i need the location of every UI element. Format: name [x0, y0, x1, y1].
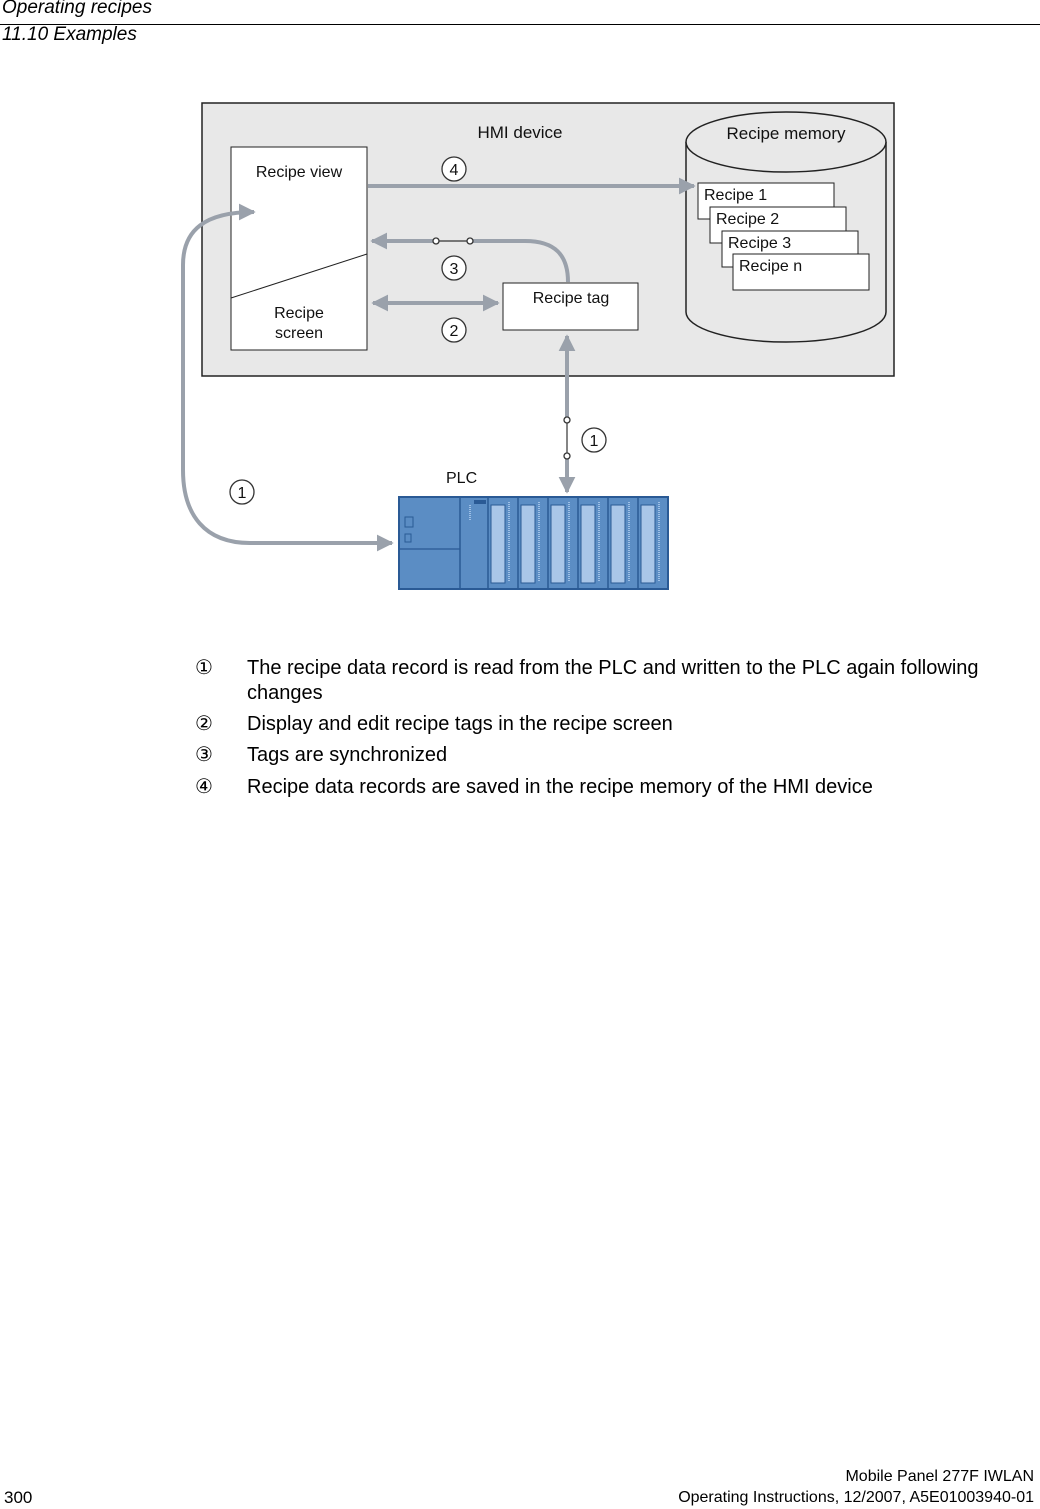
- legend-text-2: Display and edit recipe tags in the reci…: [247, 713, 673, 735]
- footer-doc-info: Operating Instructions, 12/2007, A5E0100…: [678, 1489, 1034, 1506]
- recipe-tag-box: [502, 282, 639, 331]
- legend-text-3: Tags are synchronized: [247, 744, 448, 766]
- hmi-device-label: HMI device: [477, 123, 562, 142]
- marker-4: 4: [441, 156, 467, 182]
- marker-2: 2: [441, 317, 467, 343]
- svg-text:1: 1: [238, 485, 247, 502]
- chapter-title: Operating recipes: [2, 0, 152, 18]
- recipe-n-label: Recipe n: [739, 258, 802, 275]
- plc-rack: [398, 496, 669, 590]
- section-title: 11.10 Examples: [2, 24, 137, 45]
- switch-contact-left: [432, 237, 440, 245]
- svg-text:2: 2: [450, 323, 459, 340]
- recipe-flow-diagram: HMI device Recipe memory Recipe 1 Recipe…: [181, 102, 895, 590]
- recipe-3-label: Recipe 3: [728, 235, 791, 252]
- marker-3: 3: [441, 255, 467, 281]
- recipe-1-label: Recipe 1: [704, 187, 767, 204]
- legend-marker-3: ③: [195, 744, 213, 766]
- recipe-memory-label: Recipe memory: [726, 124, 846, 143]
- recipe-screen-label-line2: screen: [275, 325, 323, 342]
- marker-1-vertical: 1: [581, 427, 607, 453]
- marker-1-loop: 1: [229, 479, 255, 505]
- arrow-plc-loop: [181, 203, 394, 552]
- legend-text-4: Recipe data records are saved in the rec…: [247, 776, 873, 798]
- recipe-view-label: Recipe view: [256, 164, 343, 181]
- svg-text:3: 3: [450, 261, 459, 278]
- legend-text-1: The recipe data record is read from the …: [247, 657, 979, 704]
- arrow-sync-right: [470, 239, 570, 283]
- plc-switch-contact-top: [563, 416, 571, 424]
- plc-switch-contact-bottom: [563, 452, 571, 460]
- switch-contact-right: [466, 237, 474, 245]
- recipe-tag-label: Recipe tag: [533, 290, 610, 307]
- recipe-screen-label-line1: Recipe: [274, 305, 324, 322]
- svg-text:1: 1: [590, 433, 599, 450]
- plc-label: PLC: [446, 470, 477, 487]
- recipe-2-label: Recipe 2: [716, 211, 779, 228]
- recipe-n-card: [732, 253, 870, 291]
- page-number: 300: [4, 1488, 33, 1507]
- legend-marker-2: ②: [195, 713, 213, 735]
- legend-marker-1: ①: [195, 657, 213, 679]
- footer-product: Mobile Panel 277F IWLAN: [845, 1468, 1034, 1485]
- svg-text:4: 4: [450, 162, 459, 179]
- header-divider: [0, 24, 1040, 25]
- legend-marker-4: ④: [195, 776, 213, 798]
